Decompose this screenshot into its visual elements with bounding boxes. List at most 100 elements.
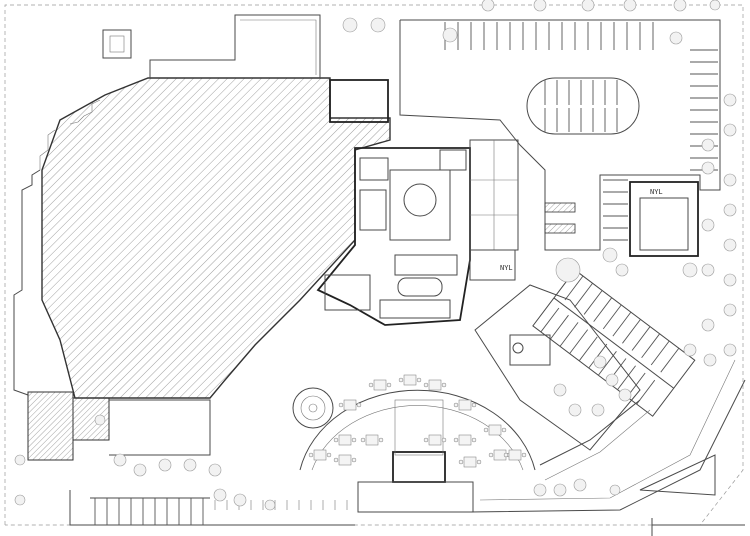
tree-canopy [723, 273, 737, 287]
seating-chair [338, 402, 344, 408]
tree-canopy [709, 0, 721, 11]
tree-canopy [701, 138, 715, 152]
parking-stall [583, 290, 603, 315]
elevator-label-b: NYL [500, 264, 513, 272]
parking-stalls-mid [544, 80, 618, 132]
seating-table [373, 379, 387, 391]
seating-chair [351, 437, 357, 443]
seating-table [338, 434, 352, 446]
tree-canopy [553, 483, 567, 497]
seating-chair [386, 382, 392, 388]
parking-stall [612, 311, 632, 337]
seating-table [338, 454, 352, 466]
seating-table [428, 434, 442, 446]
tree-canopy [723, 173, 737, 187]
seating-table [458, 399, 472, 411]
west-facade [13, 169, 41, 396]
traffic-island [639, 454, 716, 496]
tree-canopy [605, 373, 619, 387]
tree-canopy [213, 488, 227, 502]
seating-table [508, 449, 522, 461]
parking-stalls-diagonal [540, 275, 680, 405]
tree-canopy [701, 263, 715, 277]
seating-chair [501, 427, 507, 433]
parking-stalls-top [444, 22, 654, 50]
seating-table [343, 399, 357, 411]
parking-stall [564, 275, 584, 301]
tower-block [629, 181, 699, 257]
tree-canopy [533, 483, 547, 497]
tree-canopy [593, 355, 607, 369]
main-building-hatched [41, 77, 391, 399]
seating-chair [423, 382, 429, 388]
tree-canopy [703, 353, 717, 367]
tree-canopy [682, 262, 698, 278]
seating-chair [333, 437, 339, 443]
tree-canopy [183, 458, 197, 472]
tree-canopy [481, 0, 495, 12]
tree-canopy [618, 388, 632, 402]
tree-canopy [615, 263, 629, 277]
central-block [316, 139, 519, 326]
tree-canopy [555, 257, 581, 283]
parking-stall [617, 365, 636, 390]
tree-canopy [701, 318, 715, 332]
seating-chair [326, 452, 332, 458]
tree-canopy [370, 17, 386, 33]
tree-canopy [701, 218, 715, 232]
tree-canopy [264, 499, 276, 511]
seating-chair [483, 427, 489, 433]
garden-wing [474, 284, 641, 451]
seating-chair [333, 457, 339, 463]
parking-stalls-south [94, 498, 348, 525]
seating-chair [471, 402, 477, 408]
parking-stall [578, 336, 598, 362]
tree-canopy [14, 454, 26, 466]
tree-canopy [723, 93, 737, 107]
elevator-label-a: NYL [650, 188, 663, 196]
parking-stall [540, 307, 560, 333]
south-pavilion [292, 374, 536, 513]
tree-canopy [442, 27, 458, 43]
seating-table [488, 424, 502, 436]
parking-stall [641, 333, 661, 359]
tree-canopy [14, 494, 26, 506]
tree-canopy [133, 463, 147, 477]
seating-chair [453, 437, 459, 443]
parking-stall [622, 319, 641, 344]
ramp-2 [544, 223, 576, 234]
parking-lot-diagonal [532, 269, 696, 417]
tree-canopy [623, 0, 637, 12]
seating-table [365, 434, 379, 446]
tree-canopy [208, 463, 222, 477]
parking-stall [574, 282, 593, 308]
tree-canopy [533, 0, 547, 12]
tree-canopy [573, 478, 587, 492]
tree-canopy [342, 17, 358, 33]
seating-chair [471, 437, 477, 443]
parking-stall [593, 297, 613, 322]
seating-chair [441, 382, 447, 388]
parking-stall [559, 322, 579, 347]
tree-canopy [233, 493, 247, 507]
seating-chair [368, 382, 374, 388]
tree-canopy [683, 343, 697, 357]
road-edge-east [469, 379, 746, 513]
seating-chair [441, 437, 447, 443]
building-east-block [329, 79, 389, 123]
seating-chair [521, 452, 527, 458]
seating-chair [423, 437, 429, 443]
parking-lot-south [69, 490, 355, 526]
seating-chair [356, 402, 362, 408]
tree-canopy [158, 458, 172, 472]
tree-canopy [553, 383, 567, 397]
tree-canopy [723, 203, 737, 217]
kiosk [102, 29, 132, 59]
tree-canopy [591, 403, 605, 417]
seating-chair [476, 459, 482, 465]
seating-chair [488, 452, 494, 458]
trees [14, 0, 737, 511]
sw-annex [27, 391, 74, 461]
